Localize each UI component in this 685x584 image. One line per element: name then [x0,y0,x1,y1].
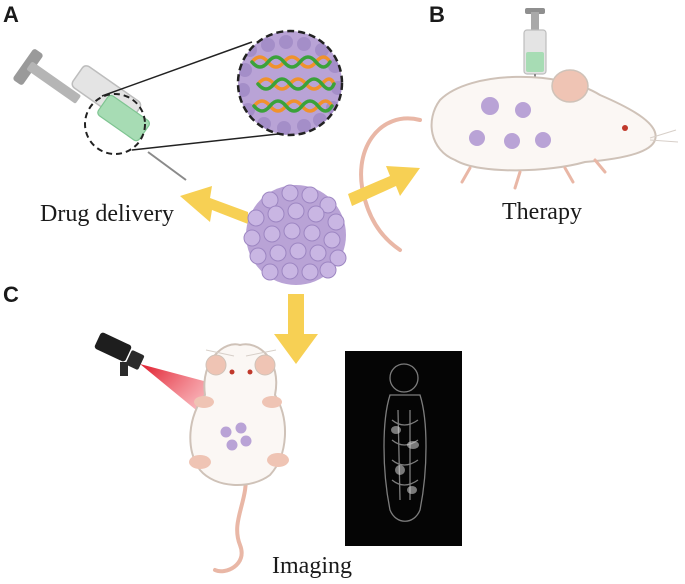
panel-letter-b: B [429,2,445,27]
mouse-c [189,343,289,574]
arrow-to-drug-delivery [180,186,248,224]
syringe-b [523,8,547,96]
arrow-to-therapy [348,166,420,206]
caption-therapy: Therapy [502,199,582,225]
mri-scan [345,351,462,546]
mouse-b [359,69,679,252]
panel-letter-c: C [3,282,19,307]
syringe-a [13,49,187,181]
panel-letter-a: A [3,2,19,27]
nanoparticle-center [243,184,347,285]
laser-camera [94,332,145,376]
caption-drug-delivery: Drug delivery [40,201,174,227]
arrow-to-imaging [274,294,318,364]
zoom-lens-a [84,41,279,155]
zoomed-particle [236,29,344,137]
caption-imaging: Imaging [272,553,352,579]
